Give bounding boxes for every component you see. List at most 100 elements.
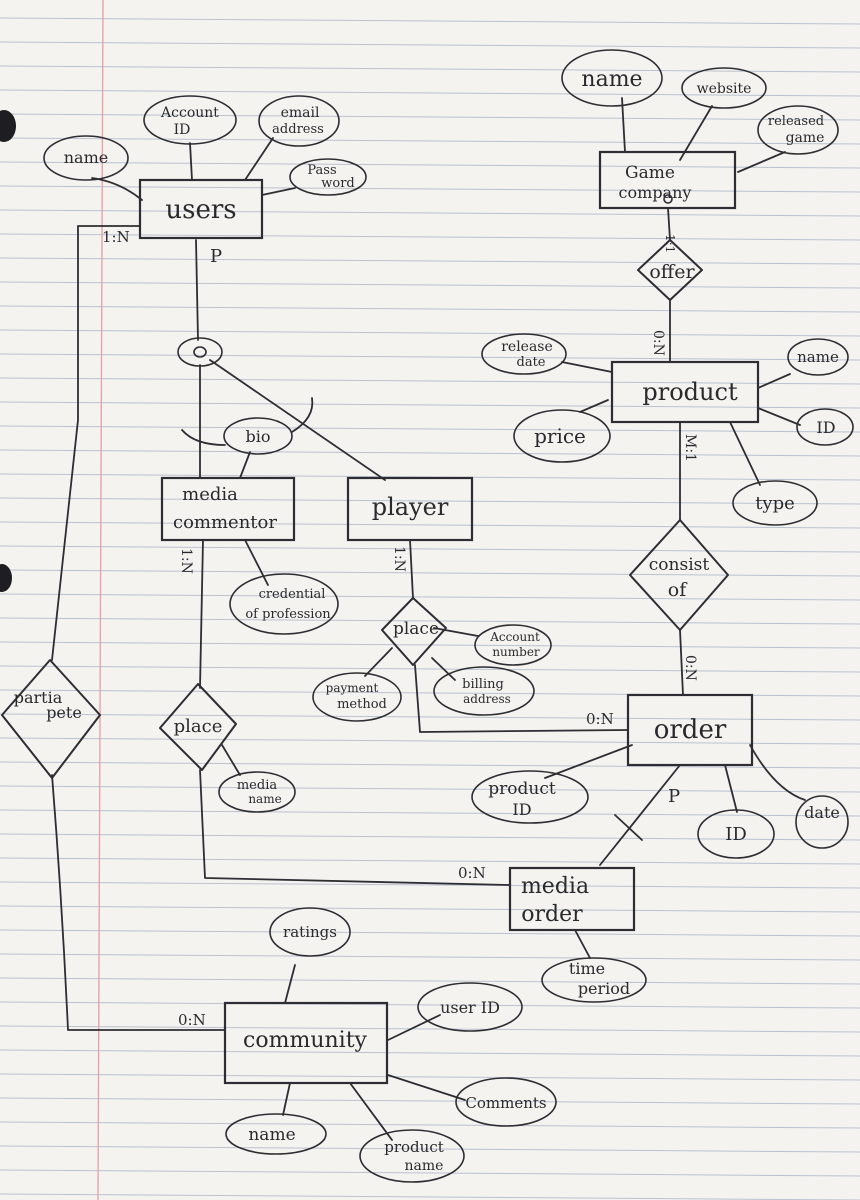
ruled-line — [0, 809, 860, 817]
relationship-consist-of-label-2: of — [668, 579, 688, 601]
attr-users-email-label-2: address — [272, 122, 324, 137]
attr-users-email: email address — [258, 95, 340, 147]
ruled-line — [0, 65, 860, 73]
attr-users-name-label: name — [64, 148, 108, 167]
ruled-line — [0, 401, 860, 409]
attr-users-bio: bio — [223, 417, 293, 455]
ruled-line — [0, 449, 860, 457]
entity-product: product — [610, 360, 760, 424]
ruled-line — [0, 1121, 860, 1129]
ruled-lines — [0, 17, 860, 1200]
attr-place-payment-method-label-1: payment — [326, 681, 379, 695]
ruled-line — [0, 905, 860, 913]
ruled-line — [0, 521, 860, 529]
card-consist-order: 0:N — [682, 655, 698, 681]
ruled-line — [0, 17, 860, 25]
entity-users-label: users — [165, 195, 236, 225]
ruled-line — [0, 857, 860, 865]
relationship-offer-label: offer — [649, 261, 695, 283]
attr-users-password-label-1: Pass — [307, 163, 336, 178]
attr-place-account-number-label-2: number — [492, 645, 540, 659]
attr-users-bio-label: bio — [246, 427, 271, 446]
relationship-player-place: place — [381, 597, 447, 666]
attr-community-user-id-label: user ID — [440, 998, 500, 1017]
attr-community-ratings: ratings — [269, 907, 351, 957]
attr-product-id-label: ID — [816, 418, 835, 437]
ruled-line — [0, 881, 860, 889]
attr-media-order-time-period-label-2: period — [578, 979, 630, 998]
cardinality-labels: 1:N P 1:1 0:N M:1 1:N 0:N 0:N 1:N 0:N P … — [102, 228, 698, 1029]
order-specialization-label: P — [668, 786, 680, 807]
ruled-line — [0, 569, 860, 577]
attr-users-account-id-label-1: Account — [160, 105, 219, 121]
attr-product-type-label: type — [755, 493, 795, 514]
card-commentor-place: 1:N — [178, 548, 194, 574]
specialization-circle — [177, 337, 223, 367]
attr-community-name-label: name — [248, 1125, 295, 1145]
attr-company-name: name — [561, 49, 663, 107]
attr-media-name-label-1: media — [237, 778, 278, 793]
attr-place-payment-method-label-2: method — [337, 697, 387, 712]
ruled-line — [0, 353, 860, 361]
attr-community-product-name: product name — [359, 1129, 465, 1183]
ruled-line — [0, 1049, 860, 1057]
attr-product-name-label: name — [797, 348, 839, 366]
attr-commentor-credential-label-2: of profession — [245, 607, 331, 622]
relationship-media-place: place — [159, 683, 237, 771]
ruled-line — [0, 425, 860, 433]
ruled-line — [0, 1169, 860, 1177]
attr-media-order-time-period-label-1: time — [569, 959, 605, 978]
entity-media-commentor-label-1: media — [182, 484, 238, 505]
entity-community-label: community — [243, 1028, 368, 1053]
attr-company-name-label: name — [581, 67, 642, 92]
ruled-line — [0, 137, 860, 145]
entity-game-company-label-1: Game — [625, 163, 675, 183]
attr-order-product-id: product ID — [471, 770, 589, 824]
relationship-consist-of-label-1: consist — [649, 555, 710, 575]
attr-product-release-date-label-1: release — [501, 339, 553, 355]
order-inheritance-mark — [663, 194, 673, 204]
ruled-line — [0, 1025, 860, 1033]
ruled-line — [0, 833, 860, 841]
ruled-line — [0, 713, 860, 721]
entity-player: player — [346, 476, 474, 542]
ruled-line — [0, 185, 860, 193]
attr-commentor-credential-label-1: credential — [259, 587, 326, 602]
attr-order-date: date — [795, 795, 849, 849]
entity-media-order: media order — [508, 866, 636, 932]
ruled-line — [0, 161, 860, 169]
entity-media-commentor-label-2: commentor — [173, 512, 277, 533]
attr-community-comments: Comments — [455, 1077, 557, 1127]
connectors — [51, 97, 806, 1141]
ruled-line — [0, 257, 860, 265]
attr-place-billing-address-label-2: address — [463, 692, 511, 706]
binder-hole-top — [0, 110, 16, 142]
attr-users-account-id-label-2: ID — [174, 122, 191, 138]
entity-media-order-label-2: order — [521, 902, 583, 927]
relationship-consist-of: consist of — [629, 519, 729, 631]
ruled-line — [0, 953, 860, 961]
entity-game-company: Game company — [598, 150, 737, 210]
ruled-line — [0, 1097, 860, 1105]
ruled-line — [0, 209, 860, 217]
ruled-line — [0, 305, 860, 313]
ruled-line — [0, 41, 860, 49]
ruled-line — [0, 593, 860, 601]
card-community-participate: 0:N — [178, 1011, 206, 1029]
ruled-line — [0, 929, 860, 937]
entity-order: order — [626, 693, 754, 767]
relationship-player-place-label: place — [393, 619, 439, 639]
card-place-media-order: 0:N — [458, 864, 486, 882]
attr-product-release-date-label-2: date — [517, 355, 546, 370]
ruled-line — [0, 977, 860, 985]
attr-media-name: media name — [218, 771, 296, 813]
binder-hole-bottom — [0, 564, 12, 592]
ruled-line — [0, 761, 860, 769]
attr-media-order-time-period: time period — [541, 957, 647, 1003]
attr-users-name: name — [43, 135, 129, 181]
specialization-type-label: P — [210, 246, 222, 267]
ruled-line — [0, 329, 860, 337]
attr-order-product-id-label-1: product — [488, 779, 556, 799]
attr-community-name: name — [225, 1113, 327, 1155]
